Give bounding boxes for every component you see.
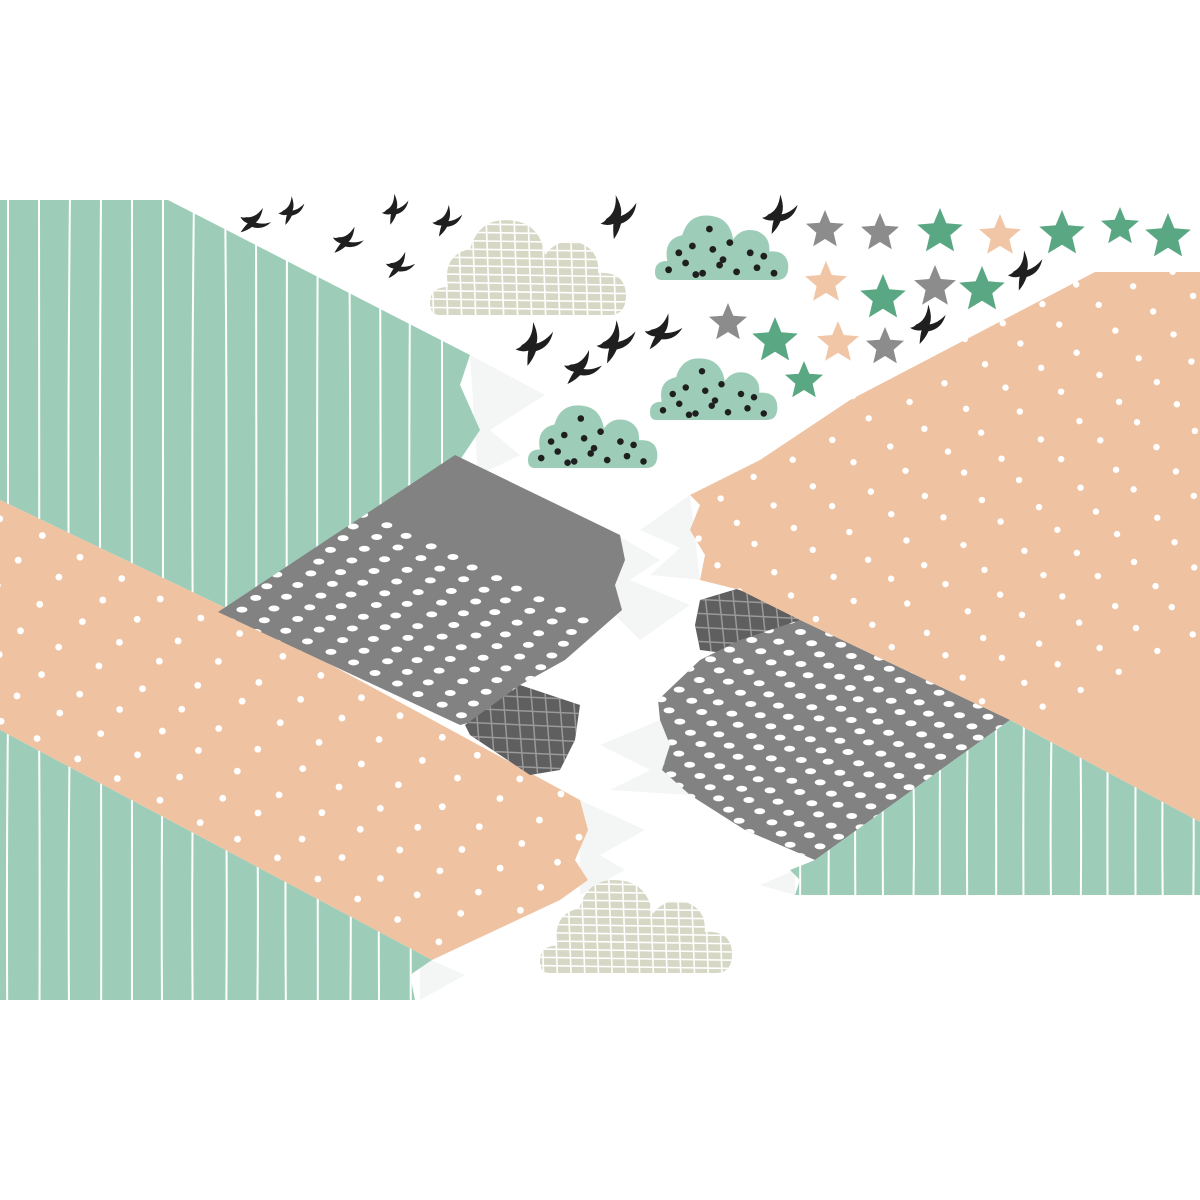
dotted-cloud-icon <box>650 358 778 420</box>
star-icon <box>1145 213 1191 257</box>
bird-icon <box>910 304 946 344</box>
star-icon <box>914 265 956 305</box>
bird-icon <box>600 194 637 240</box>
grid-cloud-icon <box>540 879 733 974</box>
bird-icon <box>563 349 602 384</box>
bird-icon <box>762 194 798 234</box>
star-icon <box>709 303 747 340</box>
stars <box>709 207 1191 398</box>
star-icon <box>806 210 844 247</box>
clouds <box>430 215 789 974</box>
bird-icon <box>278 196 305 225</box>
star-icon <box>860 274 906 318</box>
gray-dotted-mountain-center <box>218 455 625 775</box>
bird-icon <box>644 313 683 350</box>
bird-icon <box>332 226 364 253</box>
star-icon <box>817 321 859 361</box>
dotted-cloud-icon <box>528 405 658 468</box>
bird-icon <box>1007 250 1043 291</box>
grid-cloud-icon <box>430 220 626 315</box>
star-icon <box>866 327 904 364</box>
star-icon <box>959 266 1005 310</box>
dotted-cloud-icon <box>655 215 789 280</box>
star-icon <box>1039 210 1085 254</box>
star-icon <box>1101 207 1139 244</box>
bird-icon <box>596 320 636 364</box>
star-icon <box>917 208 963 252</box>
birds <box>240 193 1043 384</box>
bird-icon <box>515 322 554 366</box>
star-icon <box>861 213 899 250</box>
star-icon <box>785 361 823 398</box>
star-icon <box>979 214 1021 254</box>
star-icon <box>752 317 798 361</box>
bird-icon <box>432 204 463 237</box>
bird-icon <box>240 207 272 233</box>
bird-icon <box>381 193 409 225</box>
star-icon <box>805 261 847 301</box>
bird-icon <box>385 251 416 279</box>
